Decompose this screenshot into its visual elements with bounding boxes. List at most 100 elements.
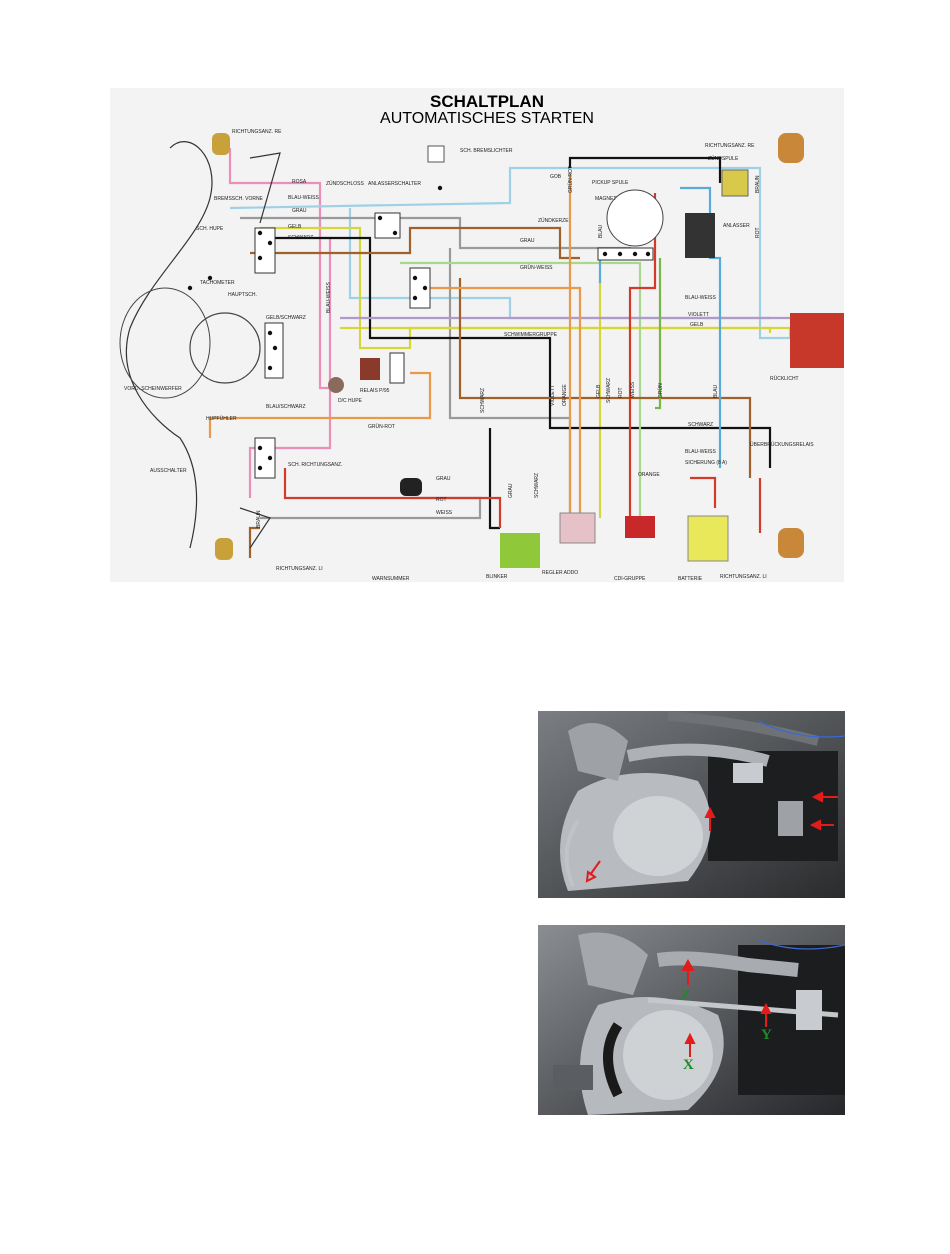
label-sch-hupe: SCH. HUPE bbox=[196, 226, 224, 232]
wire-schwarz-2 bbox=[488, 428, 500, 530]
wire-label-blau-schwarz: BLAU/SCHWARZ bbox=[266, 404, 306, 410]
regulator bbox=[559, 512, 596, 544]
wire-label-weiss-v: WEISS bbox=[630, 381, 636, 398]
ignition-connector bbox=[597, 247, 654, 261]
label-schwimmergruppe: SCHWIMMERGRUPPE bbox=[504, 332, 558, 338]
engine-photo-top bbox=[538, 711, 845, 898]
label-batterie: BATTERIE bbox=[678, 576, 703, 582]
wire-label-gruen-rot-v: GRÜN-ROT bbox=[568, 166, 574, 193]
wire-label-rosa: ROSA bbox=[292, 179, 307, 185]
red-arrow-y-head bbox=[760, 1002, 772, 1014]
warning-buzzer bbox=[400, 478, 422, 496]
wire-label-rot: ROT bbox=[436, 497, 447, 503]
wire-label-blau-v2: BLAU bbox=[713, 384, 719, 398]
indicator-right-rear bbox=[778, 133, 804, 163]
connector-block-1 bbox=[254, 227, 276, 274]
label-tachometer: TACHOMETER bbox=[200, 280, 235, 286]
label-richtungsanz-li-left: RICHTUNGSANZ. LI bbox=[276, 566, 323, 572]
wire-label-grau: GRAU bbox=[292, 208, 307, 214]
relais-block bbox=[389, 352, 405, 384]
starter-motor bbox=[685, 213, 715, 258]
cdi-unit bbox=[625, 516, 655, 538]
handlebar-right bbox=[249, 152, 281, 224]
horn bbox=[328, 377, 344, 393]
wire-label-blau-weiss-2: BLAU-WEISS bbox=[685, 295, 716, 301]
wire-schwarz bbox=[260, 236, 772, 468]
label-sch-richtungsanz: SCH. RICHTUNGSANZ. bbox=[288, 462, 343, 468]
wire-label-orange-v: ORANGE bbox=[562, 384, 568, 406]
wire-rot-3 bbox=[283, 468, 502, 528]
label-blinker: BLINKER bbox=[486, 574, 508, 580]
wire-orange-2 bbox=[208, 371, 432, 438]
wire-gelb-2 bbox=[340, 326, 772, 333]
brake-light-switch bbox=[427, 145, 445, 163]
wire-gruen-weiss bbox=[400, 261, 642, 518]
label-anlasserschalter: ANLASSERSCHALTER bbox=[368, 181, 421, 187]
wire-label-orange: ORANGE bbox=[638, 472, 660, 478]
red-arrow-1-head bbox=[811, 791, 823, 803]
wire-label-gelb-2: GELB bbox=[690, 322, 704, 328]
label-cdi-gruppe: CDI-GRUPPE bbox=[614, 576, 646, 582]
indicator-right-front bbox=[212, 133, 230, 155]
wire-label-gruen-rot: GRÜN-ROT bbox=[368, 424, 395, 430]
label-ausschalter: AUSSCHALTER bbox=[150, 468, 187, 474]
wire-label-schwarz-v2: SCHWARZ bbox=[480, 387, 486, 413]
label-hupfuehler: HUPFÜHLER bbox=[206, 416, 237, 422]
wire-label-braun-v2: BRAUN bbox=[256, 510, 262, 528]
label-richtungsanz-li-right: RICHTUNGSANZ. LI bbox=[720, 574, 767, 580]
label-bremsschalter: BREMSSCH. VORNE bbox=[214, 196, 263, 202]
wire-label-grau-v: GRAU bbox=[508, 483, 514, 498]
label-dc-hupe: D/C HUPE bbox=[338, 398, 362, 404]
wiring-diagram: SCHALTPLAN AUTOMATISCHES STARTEN RICHTUN… bbox=[110, 88, 844, 582]
relais bbox=[360, 358, 380, 380]
indicator-left-rear bbox=[778, 528, 804, 558]
tail-light bbox=[790, 313, 844, 368]
wire-braun bbox=[250, 226, 580, 260]
red-arrow-x-head bbox=[684, 1032, 696, 1044]
ignition-coil bbox=[721, 169, 749, 197]
battery bbox=[687, 515, 729, 562]
label-vord-scheinwerfer: VORD. SCHEINWERFER bbox=[124, 386, 182, 392]
label-relais: RELAIS P/95 bbox=[360, 388, 390, 394]
label-richtungsanz-re-right: RICHTUNGSANZ. RE bbox=[705, 143, 755, 149]
marker-label-x: X bbox=[683, 1057, 694, 1073]
wire-orange bbox=[410, 286, 582, 518]
wire-label-gelb: GELB bbox=[288, 224, 302, 230]
label-sicherung: SICHERUNG (8 A) bbox=[685, 460, 727, 466]
label-anlasser: ANLASSER bbox=[723, 223, 750, 229]
wire-label-gruen-v: GRÜN bbox=[658, 383, 664, 398]
handlebar-outline bbox=[125, 141, 213, 549]
label-magnet: MAGNET bbox=[595, 196, 617, 202]
wire-label-grau-2: GRAU bbox=[436, 476, 451, 482]
label-zuendkerze: ZÜNDKERZE bbox=[538, 218, 569, 224]
wire-label-weiss: WEISS bbox=[436, 510, 453, 516]
headlight-outline bbox=[119, 287, 211, 399]
wire-label-schwarz-v3: SCHWARZ bbox=[534, 472, 540, 498]
wire-label-blau-weiss-v: BLAU-WEISS bbox=[326, 282, 332, 313]
engine-photo-bottom: Z X Y bbox=[538, 925, 845, 1115]
wire-rot bbox=[628, 193, 657, 518]
wire-label-blau-weiss: BLAU-WEISS bbox=[288, 195, 319, 201]
red-arrow-4-head bbox=[585, 870, 597, 883]
engine-photo-bottom-drawing bbox=[538, 925, 845, 1115]
wire-rosa bbox=[228, 148, 340, 390]
wire-label-schwarz-2: SCHWARZ bbox=[688, 422, 714, 428]
red-arrow-3-head bbox=[704, 806, 716, 818]
engine-photo-top-drawing bbox=[538, 711, 845, 898]
label-gob: GOB bbox=[550, 174, 562, 180]
label-warnsummer: WARNSUMMER bbox=[372, 576, 410, 582]
label-zuendschloss: ZÜNDSCHLOSS bbox=[326, 181, 364, 187]
wire-label-violett: VIOLETT bbox=[688, 312, 709, 318]
magneto bbox=[606, 189, 664, 247]
wire-label-blau-weiss-3: BLAU-WEISS bbox=[685, 449, 716, 455]
label-regler: REGLER ADDO bbox=[542, 570, 579, 576]
red-arrow-z-head bbox=[681, 958, 695, 971]
label-ueberbrueckungsrelais: ÜBERBRÜCKUNGSRELAIS bbox=[750, 442, 814, 448]
wire-schwarz-3 bbox=[568, 156, 722, 183]
blinker-unit bbox=[500, 533, 540, 568]
connector-block-2 bbox=[264, 322, 284, 379]
wire-blau-weiss bbox=[229, 166, 790, 340]
wire-label-gelb-v: GELB bbox=[596, 384, 602, 398]
label-hauptsch: HAUPTSCH. bbox=[228, 292, 257, 298]
marker-label-z: Z bbox=[680, 988, 691, 1004]
